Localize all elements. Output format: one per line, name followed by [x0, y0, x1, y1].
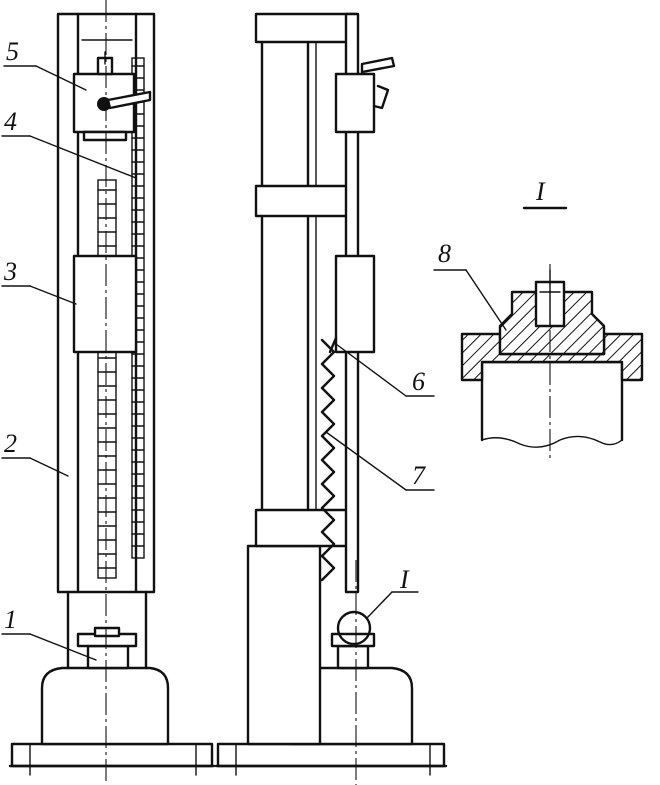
detail-view	[460, 206, 644, 462]
label-6: 6	[412, 367, 425, 396]
label-5: 5	[6, 37, 19, 66]
detail-callout-circle	[336, 610, 372, 646]
label-7: 7	[412, 461, 426, 490]
front-view	[8, 0, 216, 785]
side-pedestal	[246, 544, 322, 746]
side-anvil	[330, 591, 419, 670]
label-1: 1	[4, 605, 17, 634]
label-4: 4	[4, 107, 17, 136]
front-striker-rod	[97, 179, 117, 579]
front-base-housing	[40, 666, 170, 746]
side-view	[214, 12, 448, 785]
label-detail-title: I	[535, 177, 546, 206]
label-3: 3	[3, 257, 17, 286]
side-pawl	[328, 336, 338, 354]
front-anvil	[76, 626, 138, 670]
leader-lines	[1, 65, 507, 661]
label-2: 2	[4, 429, 17, 458]
side-guide-plate	[334, 12, 396, 594]
detail-cylinder	[480, 360, 624, 448]
label-8: 8	[438, 239, 451, 268]
front-drop-weight	[72, 254, 138, 354]
front-clamp-block	[72, 51, 152, 142]
front-base-plate	[8, 742, 216, 776]
label-detail-ref: I	[399, 565, 410, 594]
side-base-plate	[214, 742, 448, 776]
side-ratchet-rack	[320, 338, 336, 582]
